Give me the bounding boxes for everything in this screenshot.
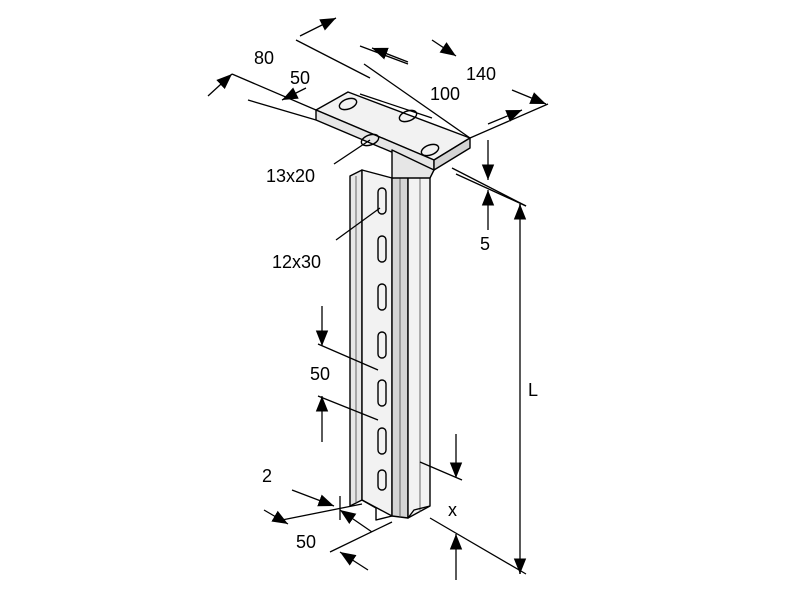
plate-side-edge bbox=[433, 137, 471, 171]
label-length: L bbox=[528, 380, 538, 400]
slot bbox=[377, 235, 387, 263]
plate-hole bbox=[338, 97, 358, 111]
head-plate bbox=[315, 91, 471, 179]
slot bbox=[377, 469, 387, 491]
plate-gusset bbox=[391, 149, 435, 179]
slot bbox=[377, 283, 387, 311]
label-wall-thickness: 2 bbox=[262, 466, 272, 486]
label-plate-hole-pitch-a: 50 bbox=[290, 68, 310, 88]
slot bbox=[377, 379, 387, 407]
plate-hole bbox=[420, 143, 440, 157]
plate-hole bbox=[360, 133, 380, 147]
label-profile-width: 50 bbox=[296, 532, 316, 552]
right-flange bbox=[407, 173, 431, 519]
slotted-web bbox=[361, 169, 393, 517]
label-offset: x bbox=[448, 500, 457, 520]
label-profile-slot: 12x30 bbox=[272, 252, 321, 272]
slot bbox=[377, 427, 387, 455]
label-plate-hole: 13x20 bbox=[266, 166, 315, 186]
slot bbox=[377, 331, 387, 359]
column-profile bbox=[349, 169, 431, 521]
dimension-labels: 80 50 140 100 13x20 12x30 5 50 L 2 x 50 bbox=[254, 48, 538, 552]
label-plate-hole-pitch-b: 100 bbox=[430, 84, 460, 104]
slot bbox=[377, 187, 387, 215]
label-plate-thickness: 5 bbox=[480, 234, 490, 254]
label-plate-length: 140 bbox=[466, 64, 496, 84]
slot-row bbox=[377, 187, 387, 491]
label-slot-pitch: 50 bbox=[310, 364, 330, 384]
label-plate-width: 80 bbox=[254, 48, 274, 68]
dimension-lines bbox=[207, 17, 549, 580]
